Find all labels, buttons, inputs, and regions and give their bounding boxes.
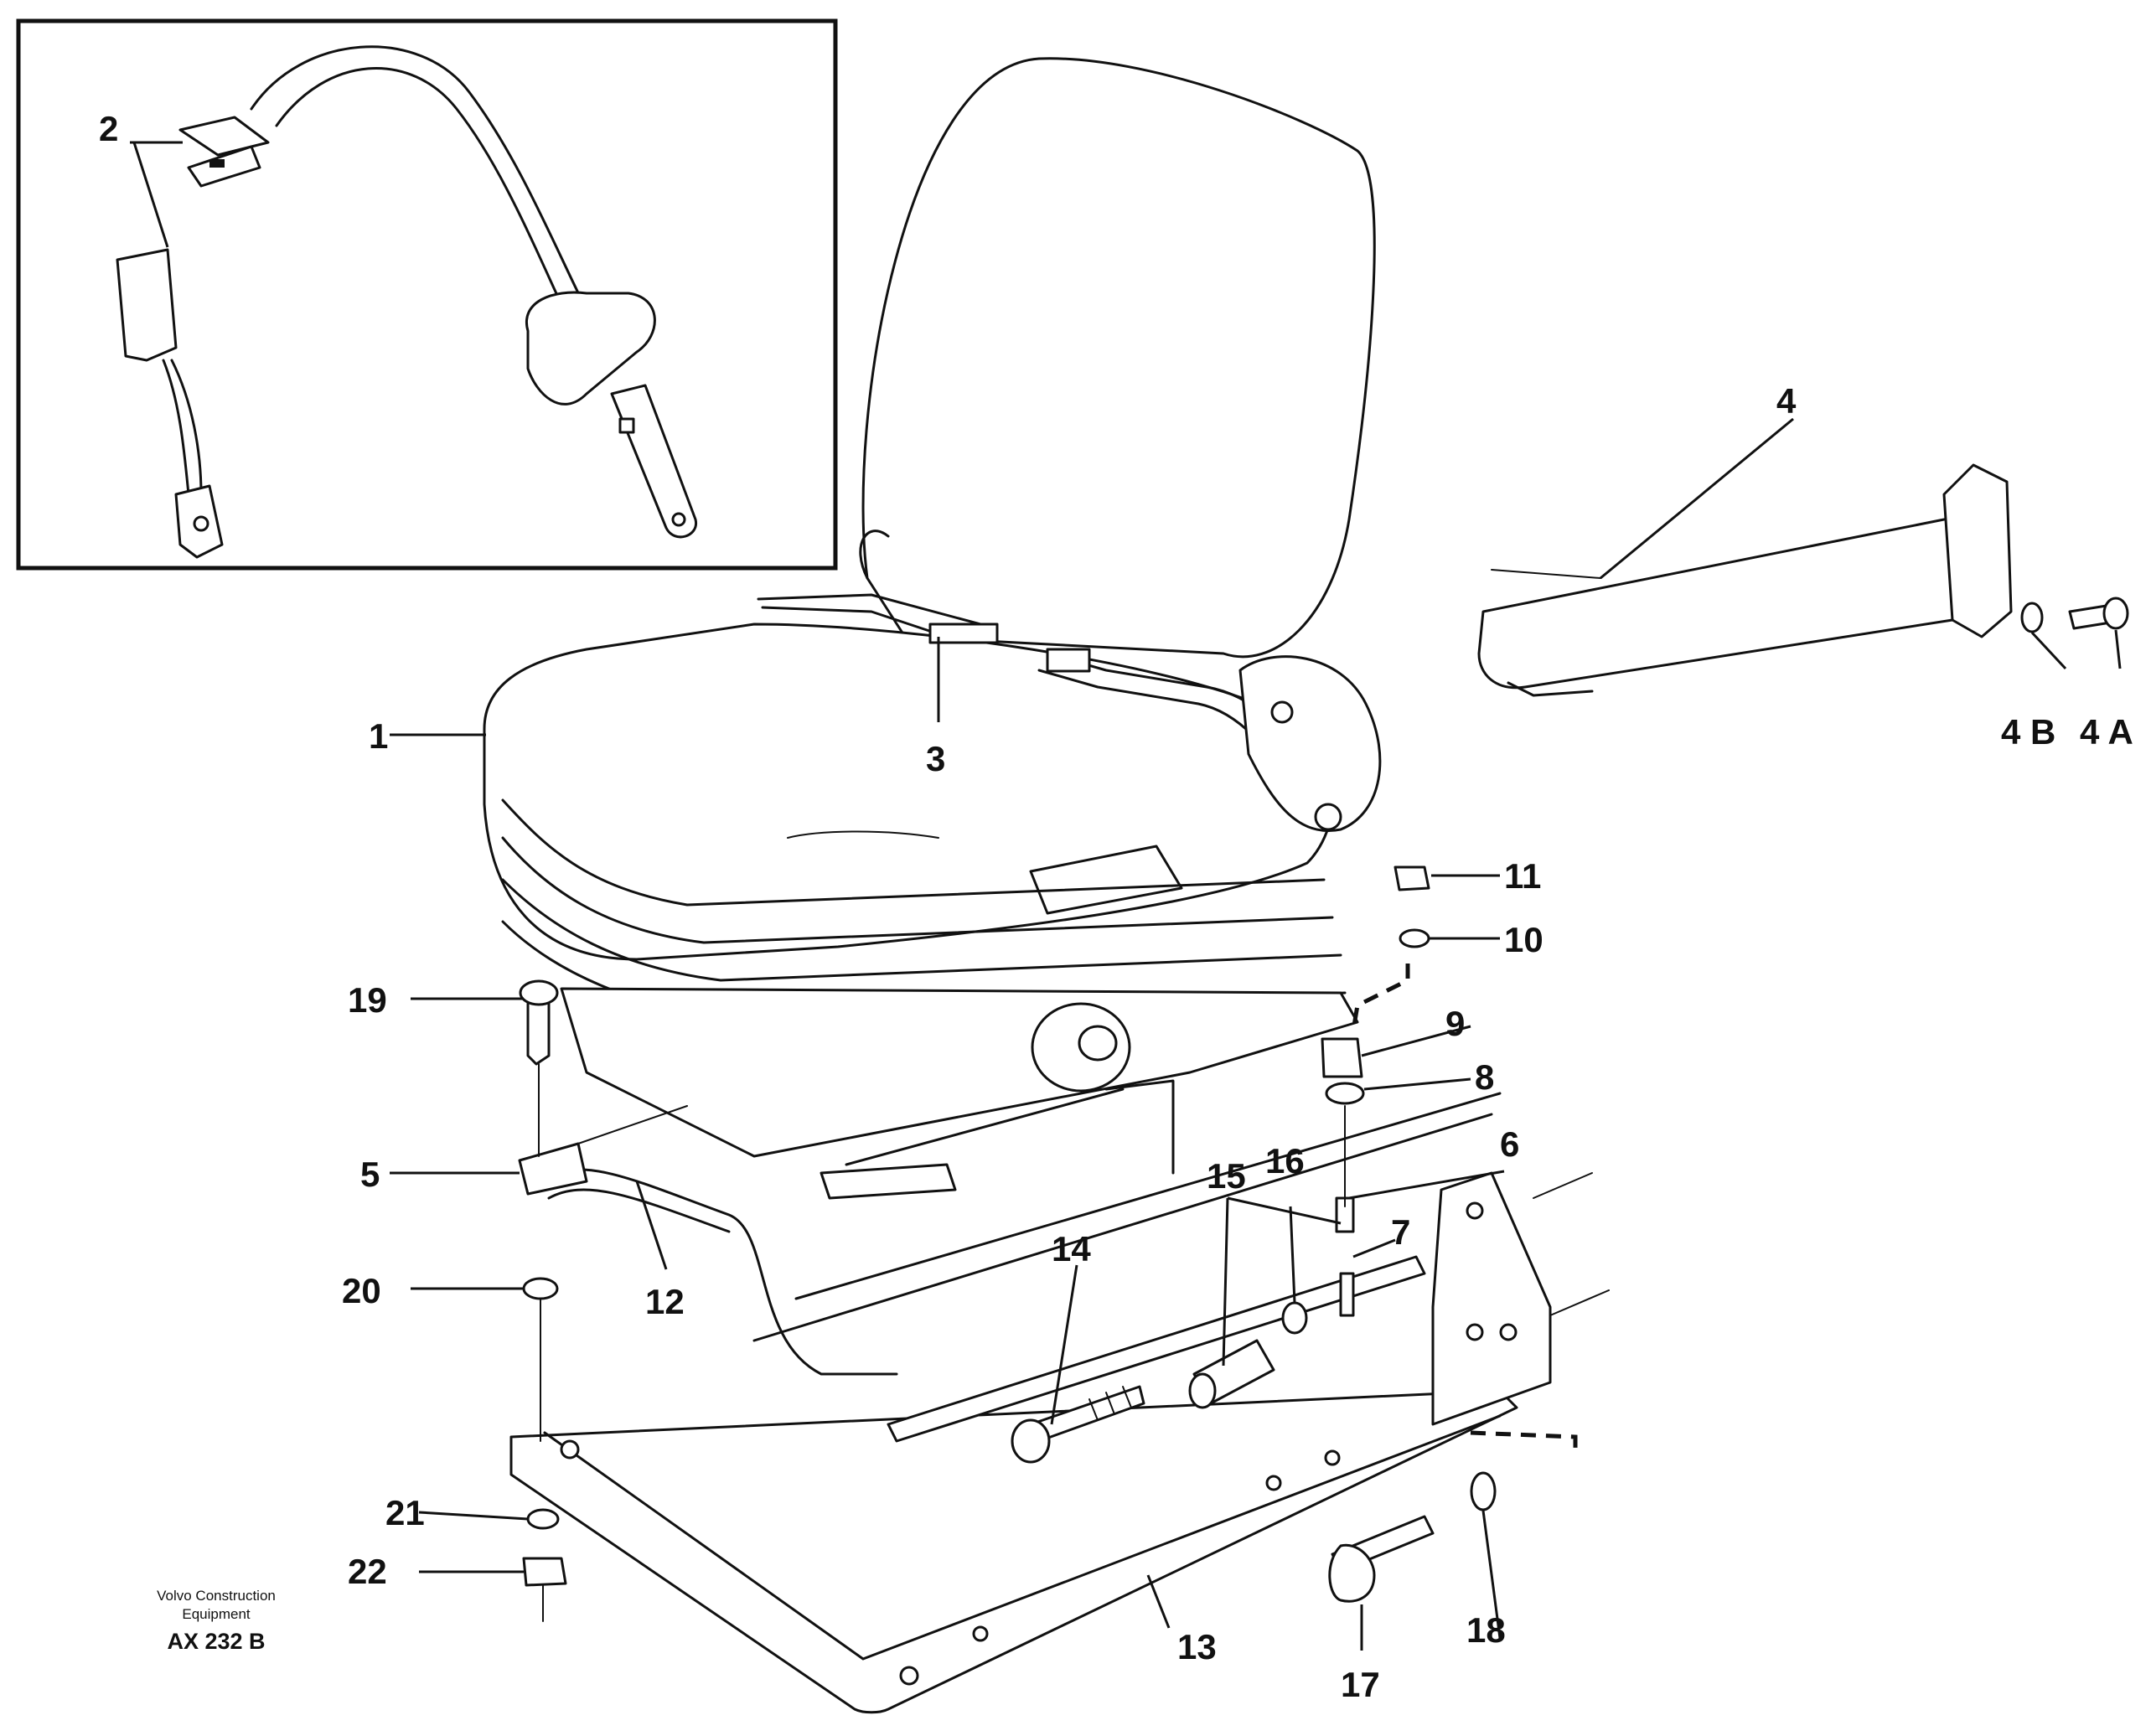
armrest bbox=[1477, 514, 1996, 690]
base-plate bbox=[509, 1389, 1518, 1714]
callout-19: 19 bbox=[348, 980, 387, 1020]
seat-cushion bbox=[483, 623, 1335, 961]
callout-4b: 4 B bbox=[2001, 712, 2055, 752]
callout-13: 13 bbox=[1177, 1627, 1217, 1666]
base-rail-frame bbox=[794, 1092, 1502, 1300]
callout-labels: 1 2 3 4 4 B 4 A 5 6 7 8 9 10 11 12 13 14… bbox=[99, 109, 2133, 1704]
callout-22: 22 bbox=[348, 1552, 387, 1591]
inset-frame bbox=[16, 18, 838, 571]
seat-lower-pan bbox=[560, 987, 1359, 1158]
armrest-assembly bbox=[1477, 463, 2129, 697]
callout-3: 3 bbox=[926, 739, 945, 778]
washer-21 bbox=[526, 1508, 560, 1530]
seat-assembly bbox=[483, 57, 1382, 1200]
callout-4: 4 bbox=[1776, 381, 1797, 421]
callout-5: 5 bbox=[360, 1155, 380, 1194]
washer-16 bbox=[1281, 1301, 1308, 1335]
seat-bellows bbox=[501, 798, 1326, 907]
callout-18: 18 bbox=[1466, 1610, 1506, 1650]
nut-11 bbox=[1393, 865, 1430, 891]
seat-backrest bbox=[861, 57, 1376, 659]
callout-10: 10 bbox=[1504, 920, 1543, 959]
callout-11: 11 bbox=[1504, 856, 1541, 896]
callout-4a: 4 A bbox=[2080, 712, 2133, 752]
callout-1: 1 bbox=[369, 716, 388, 756]
caption-code: AX 232 B bbox=[167, 1629, 265, 1654]
callout-15: 15 bbox=[1207, 1156, 1246, 1196]
callout-7: 7 bbox=[1391, 1212, 1410, 1252]
slide-bracket-5 bbox=[518, 1142, 588, 1196]
callout-20: 20 bbox=[342, 1271, 381, 1310]
armrest-bracket bbox=[1942, 463, 2013, 638]
washer-4b bbox=[2020, 602, 2044, 633]
lap-belt-retractor bbox=[1238, 655, 1382, 832]
seat-slide-rail bbox=[820, 1163, 957, 1200]
mount-bracket-6 bbox=[1431, 1171, 1552, 1426]
caption: Volvo Construction Equipment AX 232 B bbox=[157, 1588, 276, 1654]
washer-18 bbox=[1470, 1471, 1497, 1511]
tie-rod-12 bbox=[543, 1168, 898, 1376]
screw-7 bbox=[1339, 1272, 1355, 1317]
callout-21: 21 bbox=[385, 1493, 425, 1532]
seat-belt-inset bbox=[16, 18, 838, 571]
inset-belt-strap bbox=[250, 45, 588, 312]
nut-22 bbox=[522, 1557, 567, 1587]
rubber-9 bbox=[1321, 1037, 1363, 1078]
leader-lines bbox=[390, 417, 2122, 1651]
callout-16: 16 bbox=[1265, 1141, 1305, 1181]
inset-belt-tongue bbox=[178, 116, 270, 157]
callout-6: 6 bbox=[1500, 1124, 1519, 1164]
callout-9: 9 bbox=[1445, 1004, 1465, 1043]
inset-retractor bbox=[525, 291, 656, 406]
callout-17: 17 bbox=[1341, 1665, 1380, 1704]
caption-company: Volvo Construction bbox=[157, 1588, 276, 1604]
lap-belt bbox=[757, 593, 982, 626]
callout-14: 14 bbox=[1052, 1229, 1091, 1268]
bolt-17-head bbox=[1328, 1543, 1376, 1603]
callout-12: 12 bbox=[645, 1282, 685, 1321]
washer-20 bbox=[522, 1277, 559, 1300]
callout-2: 2 bbox=[99, 109, 118, 148]
washer-10 bbox=[1399, 928, 1430, 948]
callout-8: 8 bbox=[1475, 1057, 1494, 1097]
caption-equipment: Equipment bbox=[182, 1606, 251, 1622]
inset-buckle bbox=[116, 248, 178, 362]
washer-8 bbox=[1325, 1082, 1365, 1105]
